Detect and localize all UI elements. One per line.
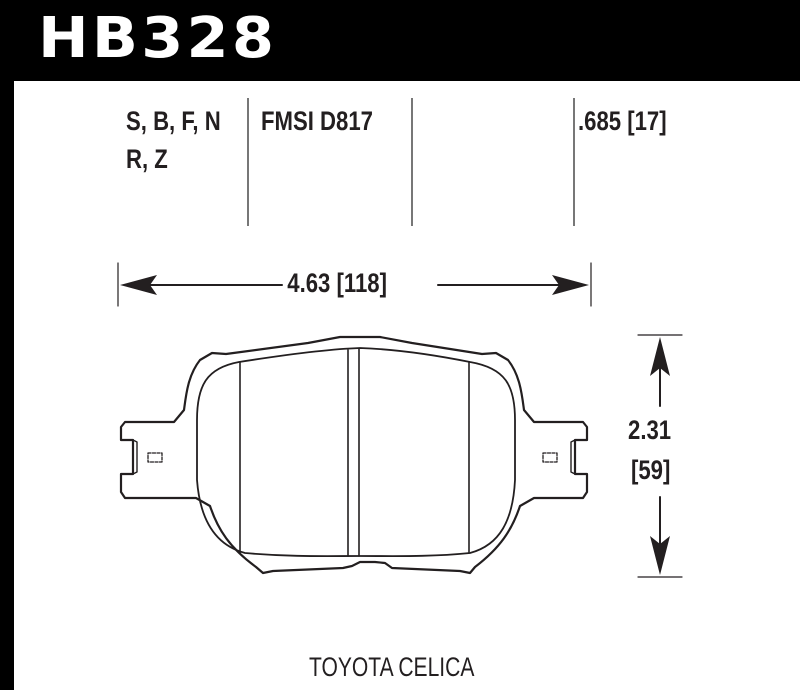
height-dimension-mm: [59] [631,455,671,485]
arrow-right-icon [552,275,589,295]
height-dimension-inches: 2.31 [628,415,672,445]
part-number-title: HB328 [38,6,278,71]
width-dimension-label: 4.63 [118] [284,268,391,299]
width-dimension-line [117,262,592,307]
compound-list-line2: R, Z [126,144,168,174]
left-wear-indicator-icon [147,452,163,463]
right-wear-indicator-icon [542,452,558,463]
right-ear-clip [570,439,576,475]
left-ear-clip [132,439,138,475]
spec-divider-3 [573,98,575,226]
friction-material-outline [196,347,516,558]
arrow-up-icon [650,337,670,376]
pad-thickness: .685 [17] [578,106,667,136]
vehicle-application: TOYOTA CELICA [309,652,475,682]
spec-divider-2 [411,98,413,226]
backing-plate-outline [119,335,589,575]
spec-divider-1 [247,98,249,226]
drawing-sheet [14,81,800,690]
arrow-down-icon [650,536,670,575]
arrow-left-icon [120,275,157,295]
compound-list-line1: S, B, F, N [126,106,221,136]
fmsi-code: FMSI D817 [261,106,373,136]
